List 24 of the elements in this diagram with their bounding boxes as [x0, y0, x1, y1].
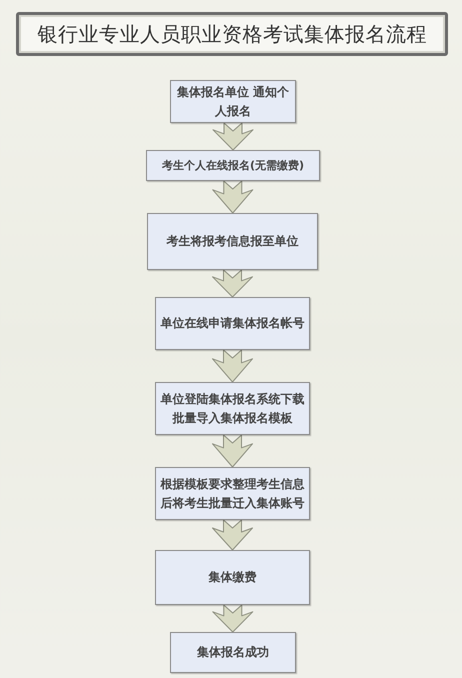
process-box: [155, 382, 310, 435]
chevron-arrow: [212, 350, 253, 382]
process-box: [155, 297, 310, 350]
chevron-arrow: [212, 520, 253, 550]
title: 银行业专业人员职业资格考试集体报名流程: [37, 20, 427, 48]
step-text: 单位登陆集体报名系统下载批量导入集体报名模板: [160, 390, 305, 426]
process-box: [147, 213, 318, 270]
step-text: 考生个人在线报名(无需缴费): [162, 158, 304, 174]
chevron-arrow: [212, 180, 254, 214]
chevron-arrow: [212, 270, 253, 298]
process-box: [146, 150, 320, 181]
chevron-arrow: [212, 604, 254, 632]
step-text: 考生将报考信息报至单位: [166, 233, 298, 250]
step-text: 根据模板要求整理考生信息后将考生批量迁入集体账号: [160, 476, 305, 512]
process-box: [170, 80, 296, 123]
step-text: 集体缴费: [208, 569, 256, 586]
chevron-arrow: [212, 434, 253, 468]
process-box: [170, 632, 296, 673]
step-text: 集体报名单位 通知个人报名: [176, 84, 290, 120]
process-box: [155, 467, 310, 520]
process-box: [155, 550, 310, 605]
step-text: 集体报名成功: [197, 644, 269, 662]
step-text: 单位在线申请集体报名帐号: [160, 315, 304, 332]
chevron-arrow: [212, 122, 254, 150]
